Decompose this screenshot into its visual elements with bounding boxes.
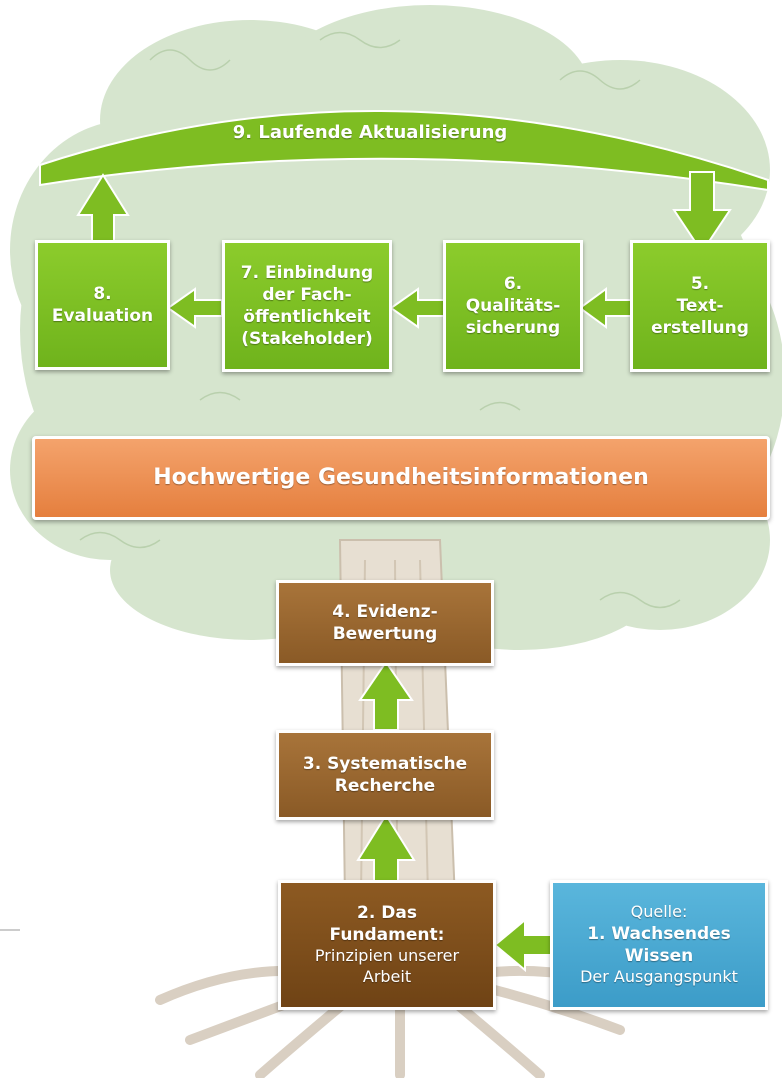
step-1-box: Quelle: 1. Wachsendes Wissen Der Ausgang… [550, 880, 768, 1010]
step-1-title-1: 1. Wachsendes [587, 923, 731, 944]
step-1-source-label: Quelle: [630, 902, 688, 922]
step-3-line-1: 3. Systematische [302, 753, 468, 774]
step-2-sub-2: Arbeit [362, 967, 412, 987]
step-7-box: 7. Einbindung der Fach- öffentlichkeit (… [222, 240, 392, 372]
step-8-box: 8. Evaluation [35, 240, 170, 370]
step-6-line-1: 6. [503, 273, 523, 294]
step-7-line-2: der Fach- [262, 284, 352, 305]
step-3-line-2: Recherche [334, 776, 436, 796]
step-2-title-1: 2. Das [357, 903, 417, 924]
step-2-title-2: Fundament: [329, 925, 445, 946]
step-9-label: 9. Laufende Aktualisierung [232, 122, 508, 143]
step-5-line-3: erstellung [651, 318, 749, 339]
step-6-line-2: Qualitäts- [465, 295, 561, 316]
step-5-box: 5. Text- erstellung [630, 240, 770, 372]
step-8-line-1: 8. [93, 283, 112, 304]
quality-banner: Hochwertige Gesundheitsinformationen [32, 436, 770, 520]
step-7-line-4: (Stakeholder) [241, 329, 373, 350]
step-5-line-2: Text- [676, 295, 724, 316]
step-7-line-1: 7. Einbindung [240, 262, 374, 283]
step-6-box: 6. Qualitäts- sicherung [443, 240, 583, 372]
step-8-line-2: Evaluation [51, 306, 154, 326]
step-4-line-2: Bewertung [332, 624, 438, 644]
step-1-sub: Der Ausgangspunkt [580, 967, 738, 987]
step-6-line-3: sicherung [465, 318, 561, 339]
step-2-sub-1: Prinzipien unserer [314, 946, 460, 966]
step-1-title-2: Wissen [624, 946, 694, 966]
step-4-box: 4. Evidenz- Bewertung [276, 580, 494, 666]
step-4-line-1: 4. Evidenz- [332, 601, 438, 622]
banner-label: Hochwertige Gesundheitsinformationen [153, 464, 649, 490]
step-5-line-1: 5. [690, 273, 710, 294]
step-7-line-3: öffentlichkeit [243, 307, 371, 327]
step-2-box: 2. Das Fundament: Prinzipien unserer Arb… [278, 880, 496, 1010]
step-3-box: 3. Systematische Recherche [276, 730, 494, 820]
